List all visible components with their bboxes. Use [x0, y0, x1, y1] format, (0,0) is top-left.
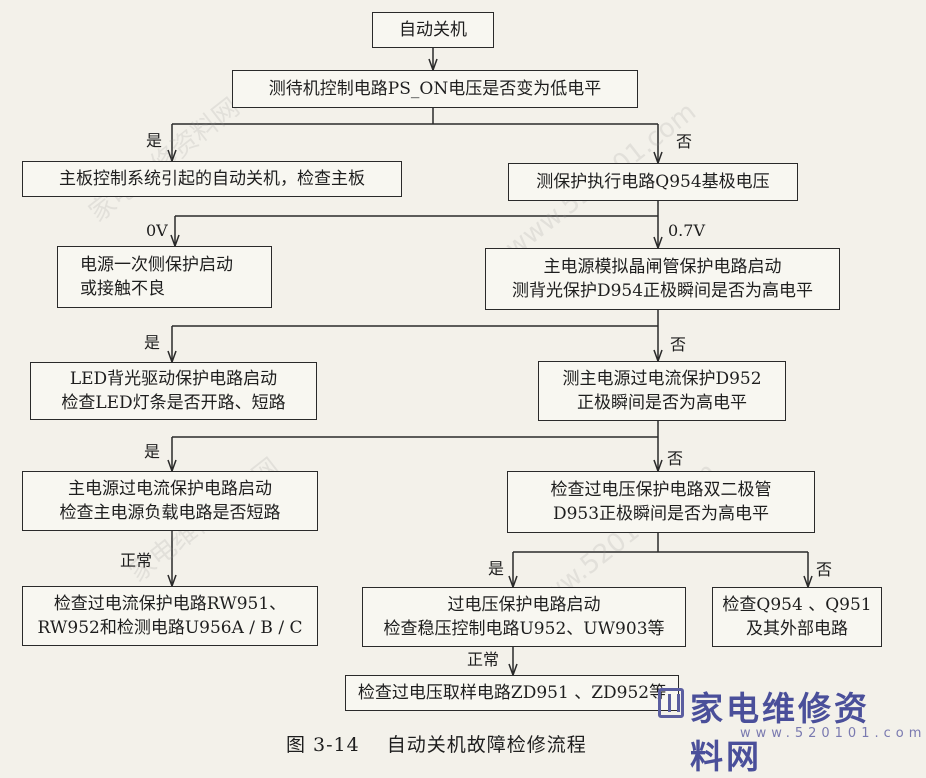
- label-no: 否: [667, 449, 684, 468]
- label-no: 否: [816, 560, 833, 579]
- node-overcurrent-protection: 主电源过电流保护电路启动 检查主电源负载电路是否短路: [22, 471, 318, 531]
- label-no: 否: [676, 132, 693, 151]
- node-overvoltage-protection: 过电压保护电路启动 检查稳压控制电路U952、UW903等: [362, 587, 686, 647]
- node-primary-protection: 电源一次侧保护启动 或接触不良: [57, 246, 272, 308]
- connector-layer: [167, 48, 813, 678]
- label-yes: 是: [146, 131, 163, 150]
- node-q954-base-voltage: 测保护执行电路Q954基极电压: [508, 163, 798, 201]
- node-scr-protection: 主电源模拟晶闸管保护电路启动 测背光保护D954正极瞬间是否为高电平: [485, 248, 840, 310]
- label-yes: 是: [144, 442, 161, 461]
- node-q954-q951-check: 检查Q954 、Q951 及其外部电路: [712, 587, 882, 647]
- node-mainboard-check: 主板控制系统引起的自动关机，检查主板: [22, 161, 402, 197]
- node-zd951-check: 检查过电压取样电路ZD951 、ZD952等: [345, 675, 679, 711]
- node-rw951-check: 检查过电流保护电路RW951、 RW952和检测电路U956A / B / C: [22, 586, 318, 646]
- node-d952-check: 测主电源过电流保护D952 正极瞬间是否为高电平: [538, 361, 786, 421]
- node-ps-on-check: 测待机控制电路PS_ON电压是否变为低电平: [232, 70, 638, 108]
- node-led-backlight: LED背光驱动保护电路启动 检查LED灯条是否开路、短路: [30, 362, 317, 420]
- logo-url: www.520101.com: [740, 726, 926, 741]
- label-yes: 是: [144, 333, 161, 352]
- label-yes: 是: [488, 559, 505, 578]
- site-logo: 家电维修资料网 www.520101.com: [654, 678, 921, 776]
- label-0-7v: 0.7V: [668, 221, 705, 240]
- label-0v: 0V: [146, 221, 168, 240]
- figure-caption: 图 3-14 自动关机故障检修流程: [286, 734, 587, 756]
- node-auto-shutdown: 自动关机: [372, 12, 494, 48]
- node-d953-check: 检查过电压保护电路双二极管 D953正极瞬间是否为高电平: [507, 471, 815, 533]
- logo-name: 家电维修资料网: [690, 689, 870, 776]
- label-no: 否: [670, 335, 687, 354]
- label-normal: 正常: [467, 650, 500, 669]
- book-icon: [658, 688, 684, 718]
- label-normal: 正常: [120, 551, 153, 570]
